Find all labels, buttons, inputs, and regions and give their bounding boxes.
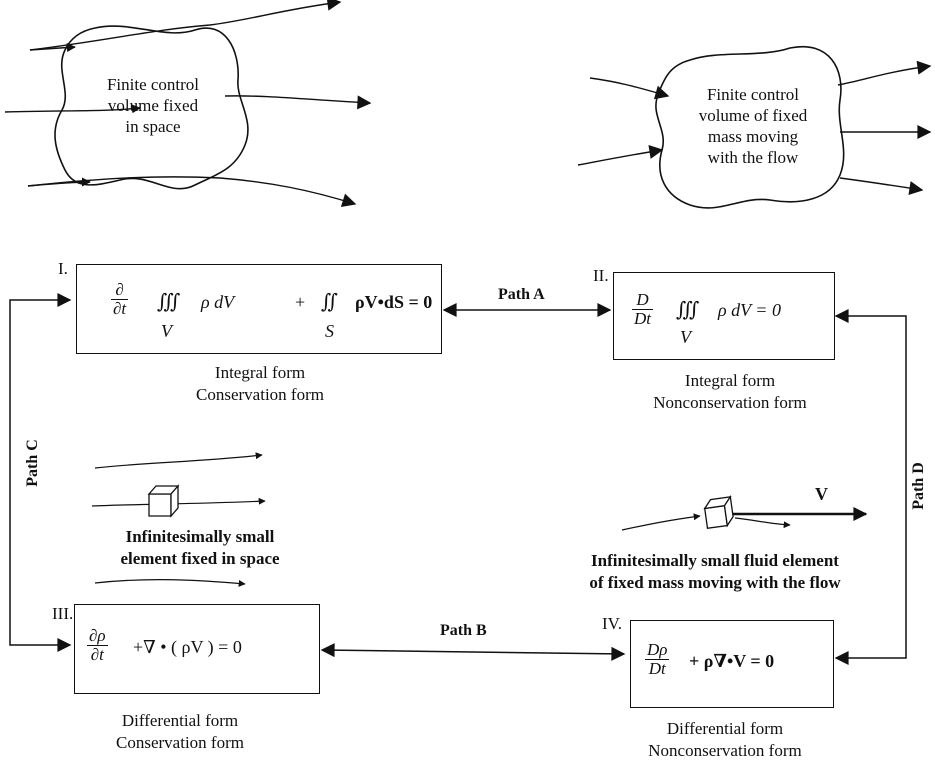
moving-element-streamline-1 [621, 513, 701, 531]
box-iv-substantial-derivative: Dρ Dt [645, 640, 670, 678]
velocity-label: V [815, 484, 828, 504]
path-d-connector-top [834, 309, 907, 490]
box-iv-numeral: IV. [602, 614, 622, 633]
box-i-frac-den: ∂t [113, 299, 127, 318]
fixed-cv-line-1: Finite control [106, 75, 200, 94]
box-iii-caption: Differential form Conservation form [90, 710, 270, 754]
moving-streamline-out-3 [839, 177, 924, 195]
fixed-control-volume-blob [54, 25, 249, 190]
box-i-caption-line-2: Conservation form [196, 385, 324, 404]
box-ii-substantial-derivative: D Dt [632, 291, 653, 328]
streamline-middle [4, 104, 141, 114]
moving-cv-line-2: volume of fixed [698, 106, 808, 125]
box-iii-differential-conservation: ∂ρ ∂t +∇ • ( ρV ) = 0 [74, 604, 320, 694]
box-i-rho-dv: ρ dV [201, 292, 235, 312]
path-d-connector-bottom [834, 490, 907, 665]
fixed-cv-line-2: volume fixed [107, 96, 199, 115]
box-iv-caption: Differential form Nonconservation form [625, 718, 825, 762]
moving-streamline-in-1 [589, 77, 670, 100]
box-iv-frac-den: Dt [648, 659, 666, 678]
box-i-integral-conservation: ∂ ∂t ∭ V ρ dV + ∬ S ρV•dS = 0 [76, 264, 442, 354]
box-ii-triple-integral: ∭ [676, 299, 700, 321]
moving-control-volume-blob [655, 45, 845, 209]
streamline-inlet-arrow [27, 177, 91, 187]
box-i-numeral: I. [58, 259, 68, 278]
element-streamline-3 [94, 579, 246, 587]
moving-cv-label: Finite control volume of fixed mass movi… [673, 84, 833, 168]
streamline-top-inlet-arrow [29, 43, 76, 53]
box-ii-caption: Integral form Nonconservation form [630, 370, 830, 414]
box-i-frac-num: ∂ [111, 281, 129, 300]
box-iv-differential-nonconservation: Dρ Dt + ρ∇•V = 0 [630, 620, 834, 708]
fixed-element-line-2: element fixed in space [120, 549, 280, 568]
streamline-bottom [27, 176, 357, 207]
path-c-connector-top [9, 293, 72, 470]
fixed-element-line-1: Infinitesimally small [125, 527, 275, 546]
streamline-middle-exit [224, 95, 372, 110]
moving-cv-line-1: Finite control [706, 85, 800, 104]
box-ii-frac-den: Dt [634, 309, 651, 328]
path-b-arrow [320, 643, 626, 661]
moving-cv-line-3: mass moving [707, 127, 799, 146]
fixed-element-caption: Infinitesimally small element fixed in s… [110, 526, 290, 570]
box-ii-caption-line-2: Nonconservation form [653, 393, 807, 412]
moving-streamline-in-2 [577, 145, 664, 166]
box-iii-frac-den: ∂t [90, 645, 104, 664]
moving-element-cube-icon [703, 495, 734, 530]
box-iii-caption-line-2: Conservation form [116, 733, 244, 752]
box-i-flux-term: ρV•dS = 0 [355, 292, 433, 312]
fixed-element-cube-icon [147, 484, 180, 518]
element-streamline-1 [94, 452, 263, 469]
moving-element-line-2: of fixed mass moving with the flow [589, 573, 841, 592]
moving-element-line-1: Infinitesimally small fluid element [591, 551, 839, 570]
box-i-volume-subscript: V [161, 321, 172, 341]
path-c-connector-bottom [9, 470, 72, 652]
box-ii-caption-line-1: Integral form [684, 371, 776, 390]
box-iii-frac-num: ∂ρ [87, 626, 108, 646]
fixed-cv-line-3: in space [125, 117, 181, 136]
box-ii-numeral: II. [593, 266, 609, 285]
box-iii-numeral: III. [52, 604, 74, 623]
box-i-plus: + [295, 292, 306, 312]
moving-element-caption: Infinitesimally small fluid element of f… [565, 550, 865, 594]
box-i-caption-line-1: Integral form [214, 363, 306, 382]
streamline-top [29, 0, 342, 51]
fixed-cv-label: Finite control volume fixed in space [78, 74, 228, 137]
moving-element-streamline-2 [734, 517, 791, 529]
moving-streamline-out-1 [837, 60, 932, 86]
path-a-label: Path A [498, 286, 545, 303]
box-ii-volume-subscript: V [680, 327, 691, 347]
box-iii-caption-line-1: Differential form [121, 711, 239, 730]
box-i-double-integral: ∬ [321, 291, 339, 313]
box-iii-time-derivative: ∂ρ ∂t [87, 627, 108, 664]
box-i-surface-subscript: S [325, 321, 334, 341]
box-iv-frac-num: Dρ [645, 640, 670, 660]
box-iii-divergence-term: +∇ • ( ρV ) = 0 [133, 637, 242, 657]
box-i-caption: Integral form Conservation form [160, 362, 360, 406]
box-iv-caption-line-2: Nonconservation form [648, 741, 802, 760]
path-b-label: Path B [440, 622, 487, 639]
path-d-label: Path D [910, 462, 927, 510]
box-ii-frac-num: D [632, 291, 653, 310]
box-iv-caption-line-1: Differential form [666, 719, 784, 738]
box-iv-divergence-term: + ρ∇•V = 0 [689, 651, 775, 671]
path-c-label: Path C [24, 439, 41, 487]
box-ii-rho-dv: ρ dV = 0 [718, 300, 781, 320]
box-i-time-derivative: ∂ ∂t [111, 281, 129, 318]
box-ii-integral-nonconservation: D Dt ∭ V ρ dV = 0 [613, 272, 835, 360]
box-i-triple-integral: ∭ [157, 291, 181, 313]
moving-cv-line-4: with the flow [707, 148, 799, 167]
